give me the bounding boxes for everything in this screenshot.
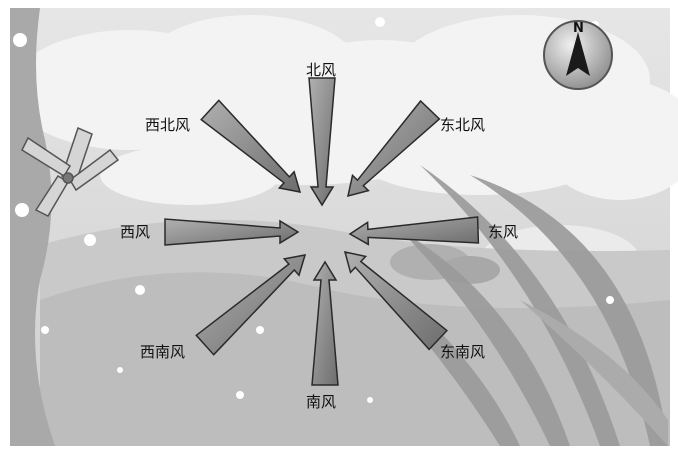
left-tree — [10, 8, 55, 446]
clouds — [10, 15, 678, 295]
wind-arrow-west — [164, 218, 300, 246]
wind-arrow-southeast — [343, 251, 449, 351]
wind-label-northeast: 东北风 — [440, 116, 485, 134]
wind-label-southeast: 东南风 — [440, 343, 485, 361]
wind-arrow-north — [308, 77, 336, 207]
wind-arrow-east — [348, 216, 480, 246]
compass-badge: N — [543, 20, 613, 90]
wind-label-south: 南风 — [306, 393, 336, 411]
wind-arrow-northwest — [200, 99, 302, 193]
wind-label-west: 西风 — [120, 223, 150, 241]
north-arrow — [566, 32, 590, 76]
wind-label-northwest: 西北风 — [145, 116, 190, 134]
wind-arrows — [164, 77, 480, 386]
wind-label-north: 北风 — [306, 61, 336, 79]
wind-arrow-south — [311, 260, 339, 386]
wind-arrow-southwest — [195, 254, 307, 356]
windmill — [21, 126, 120, 217]
wind-label-east: 东风 — [488, 223, 518, 241]
near-hill — [40, 272, 670, 446]
compass-north-letter: N — [573, 21, 584, 36]
wind-label-southwest: 西南风 — [140, 343, 185, 361]
grass — [350, 165, 668, 446]
wind-arrow-northeast — [347, 99, 441, 198]
